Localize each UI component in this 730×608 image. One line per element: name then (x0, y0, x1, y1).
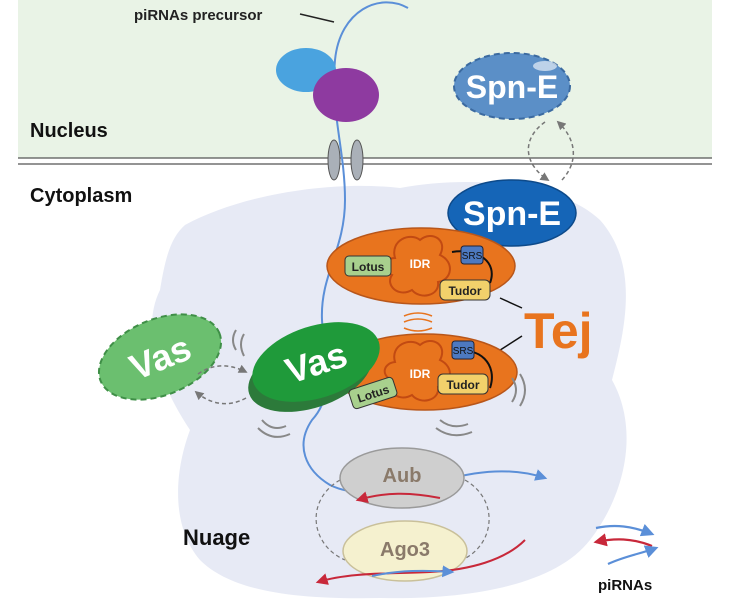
ago3-label: Ago3 (380, 539, 430, 561)
aub-protein (339, 447, 465, 509)
ago3-rna-red (315, 539, 526, 585)
vibration-mark (439, 419, 469, 428)
precursor-leader-line (299, 13, 335, 23)
spne-shuttle-arrow (527, 121, 550, 181)
srs-top-label: SRS (462, 251, 483, 262)
srs-bottom-label: SRS (453, 346, 474, 357)
cytoplasm-label: Cytoplasm (30, 185, 132, 207)
precursor-label: piRNAs precursor (134, 7, 263, 24)
idr-bottom-label: IDR (410, 367, 431, 381)
pirna-legend-blue (607, 545, 659, 565)
spne-shuttle-arrow (556, 120, 575, 181)
ago3-pirna-blue (371, 565, 455, 578)
pirnas-label: piRNAs (598, 577, 652, 594)
idr-top-squiggle (383, 235, 451, 297)
lotus-top-domain (344, 255, 392, 277)
nuclear-pore (350, 139, 364, 181)
spne-cyto-protein (447, 179, 577, 247)
pirna-legend-blue (595, 523, 655, 537)
interaction-wave (403, 312, 433, 317)
vibration-mark (519, 373, 526, 407)
nuclear-pore (327, 139, 341, 181)
interaction-wave (403, 318, 433, 323)
tudor-top-domain (439, 279, 491, 301)
tudor-top-label: Tudor (448, 284, 481, 298)
vibration-mark (511, 377, 517, 403)
tudor-bottom-domain (437, 373, 489, 395)
tej-leader-line (499, 297, 523, 309)
tudor-bottom-label: Tudor (446, 378, 479, 392)
tej-top-tail (451, 250, 493, 284)
nuclear-pore-protein-purple (313, 68, 379, 122)
ago3-protein (342, 520, 468, 582)
spne-nuclear-label: Spn-E (466, 69, 558, 105)
spne-cyto-label: Spn-E (463, 195, 561, 233)
pingpong-loop (315, 479, 490, 561)
aub-label: Aub (383, 465, 422, 487)
nuage-label: Nuage (183, 525, 250, 550)
vibration-mark (261, 419, 287, 429)
vas-shuttle-arrow (194, 390, 247, 405)
tej-label: Tej (524, 303, 593, 359)
vibration-mark (435, 427, 473, 437)
idr-top-label: IDR (410, 257, 431, 271)
interaction-wave (403, 327, 433, 332)
srs-bottom-domain (451, 340, 475, 360)
srs-top-domain (460, 245, 484, 265)
vibration-mark (257, 427, 291, 438)
aub-pirna-red (355, 491, 441, 504)
spne-nuclear-highlight (533, 61, 557, 71)
vibration-mark (232, 329, 237, 351)
lotus-top-label: Lotus (352, 260, 385, 274)
vibration-mark (240, 333, 245, 357)
vas-free-protein (97, 313, 223, 401)
lotus-bottom-domain (348, 376, 398, 410)
vas-bound-protein (252, 322, 380, 402)
pirna-legend-red (593, 533, 653, 548)
nucleus-label: Nucleus (30, 120, 108, 142)
